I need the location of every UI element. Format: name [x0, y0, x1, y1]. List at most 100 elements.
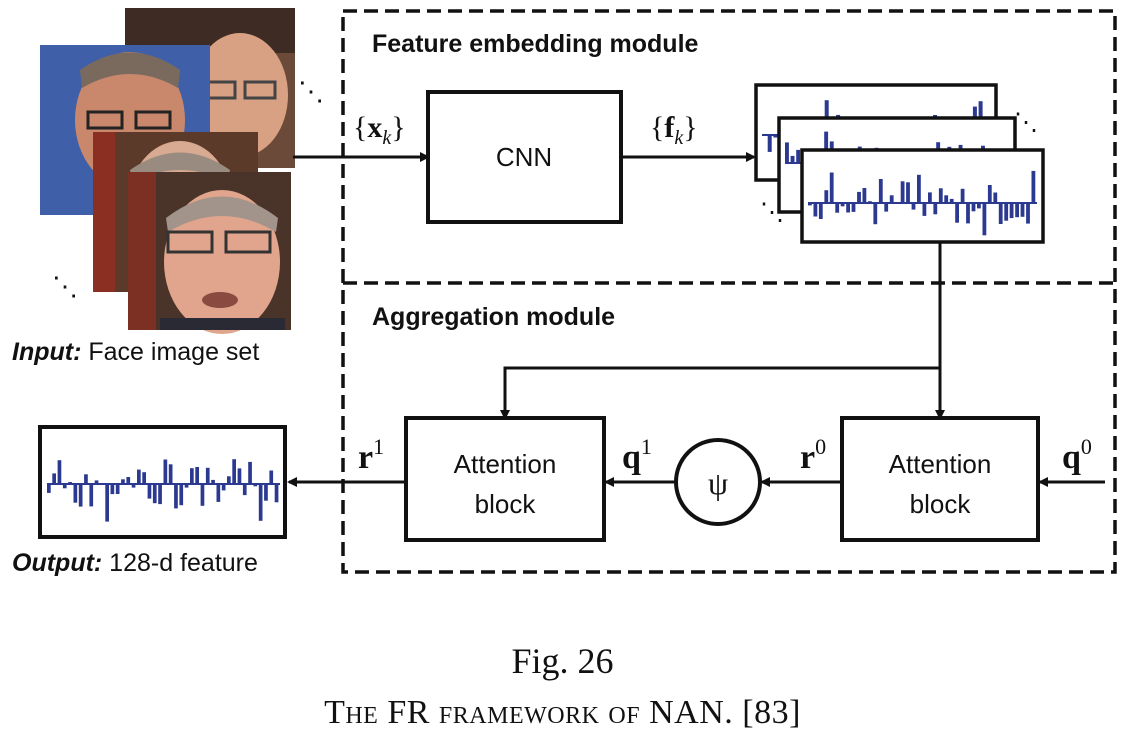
cnn-label: CNN	[496, 142, 552, 172]
feature-bar	[216, 484, 221, 502]
feature-bar	[211, 479, 215, 484]
feature-bar	[878, 179, 883, 203]
feature-bar	[808, 203, 812, 206]
feature-bar	[137, 469, 141, 484]
feature-bar	[785, 142, 789, 163]
figure-number: Fig. 26	[511, 641, 614, 681]
feature-bar	[895, 202, 899, 203]
feature-bar	[264, 484, 268, 501]
feature-bar	[993, 192, 998, 203]
feature-bar	[184, 484, 189, 488]
feature-card-stack: ⋱ ⋱	[754, 83, 1045, 244]
feature-bar	[911, 203, 916, 210]
feature-bar	[906, 182, 910, 203]
feature-branch-arrow	[500, 366, 940, 420]
output-label: Output: 128-d feature	[12, 549, 258, 577]
feature-bar	[147, 484, 152, 499]
face-image-4	[128, 172, 291, 334]
feature-bar	[78, 484, 83, 507]
feature-bar	[933, 203, 938, 215]
output-feature-card	[38, 425, 287, 539]
feature-bar	[971, 203, 976, 212]
feature-bar	[258, 484, 263, 521]
feature-bar	[232, 459, 236, 484]
feature-bar	[205, 467, 210, 484]
feature-bar	[227, 476, 231, 484]
attention-block-left	[404, 416, 606, 542]
attention-block-right-line1: Attention	[889, 449, 992, 479]
feature-bar	[998, 203, 1003, 224]
feature-bar	[1004, 203, 1009, 221]
q1-label: q1	[622, 434, 652, 476]
feature-bar	[840, 203, 845, 207]
r0-label: r0	[800, 434, 826, 476]
feature-bar	[944, 195, 949, 203]
feature-bar	[274, 484, 279, 503]
feature-bar	[57, 460, 62, 484]
feature-bar	[131, 484, 136, 488]
r1-label: r1	[358, 434, 384, 476]
feature-bar	[110, 484, 115, 495]
feature-bar	[168, 464, 173, 484]
feature-embedding-module-title: Feature embedding module	[372, 30, 699, 58]
f-set-label: {fk}	[650, 111, 698, 149]
ellipsis-bottom: ⋱	[52, 271, 78, 301]
feature-bar	[84, 474, 88, 484]
feature-bar	[922, 203, 927, 216]
feature-bar	[190, 468, 194, 484]
feature-bar	[938, 188, 943, 203]
feature-bar	[1015, 203, 1019, 218]
feature-bar	[955, 203, 959, 223]
feature-bar	[949, 198, 954, 203]
feature-bar	[960, 188, 965, 203]
feature-bar	[846, 203, 850, 213]
feature-bar	[1020, 203, 1025, 217]
feature-bar	[862, 188, 867, 203]
feature-bar	[200, 484, 205, 506]
psi-label: ψ	[708, 465, 728, 501]
feature-bar	[253, 484, 258, 487]
feature-bar	[105, 484, 109, 522]
feature-card-3-bars	[808, 170, 1037, 236]
modules-outline	[341, 9, 1117, 574]
output-feature-bars	[47, 459, 280, 522]
feature-bar	[121, 479, 125, 484]
input-label: Input: Face image set	[12, 338, 259, 366]
feature-bar	[928, 192, 932, 203]
feature-bar	[889, 195, 894, 203]
aggregation-module-title: Aggregation module	[372, 303, 615, 331]
feature-bar	[818, 203, 823, 219]
feature-bar	[237, 468, 242, 484]
feature-bar	[857, 191, 861, 203]
feature-bar	[158, 484, 162, 505]
feature-bar	[868, 201, 872, 203]
feature-bar	[824, 131, 829, 163]
feature-bar	[1031, 170, 1036, 203]
feature-bar	[1026, 203, 1030, 224]
attention-block-left-line2: block	[475, 489, 537, 519]
feature-bar	[977, 203, 981, 209]
feature-bar	[773, 135, 778, 138]
feature-bar	[767, 135, 772, 152]
feature-bar	[248, 461, 252, 484]
feature-bar	[987, 185, 992, 203]
figure-title: The FR framework of NAN. [83]	[324, 694, 801, 731]
feature-bar	[242, 484, 247, 496]
feature-bar	[796, 149, 801, 163]
feature-bar	[68, 482, 72, 484]
feature-bar	[829, 172, 834, 203]
feature-bar	[884, 203, 889, 212]
attention-block-left-line1: Attention	[454, 449, 557, 479]
attention-block-right	[840, 416, 1040, 542]
feature-bar	[174, 484, 178, 509]
feature-bar	[126, 477, 131, 484]
feature-bar	[900, 181, 905, 203]
feature-bar	[115, 484, 120, 494]
feature-ellipsis-bottom: ⋱	[760, 199, 784, 226]
feature-bar	[89, 484, 94, 507]
framework-diagram: ⋱ ⋱ Input: Face image set Feature embedd…	[12, 8, 1117, 577]
face-image-stack: ⋱ ⋱	[40, 8, 324, 334]
feature-card-3	[800, 148, 1045, 244]
feature-ellipsis-top: ⋱	[1014, 109, 1038, 136]
attention-block-right-line2: block	[910, 489, 972, 519]
